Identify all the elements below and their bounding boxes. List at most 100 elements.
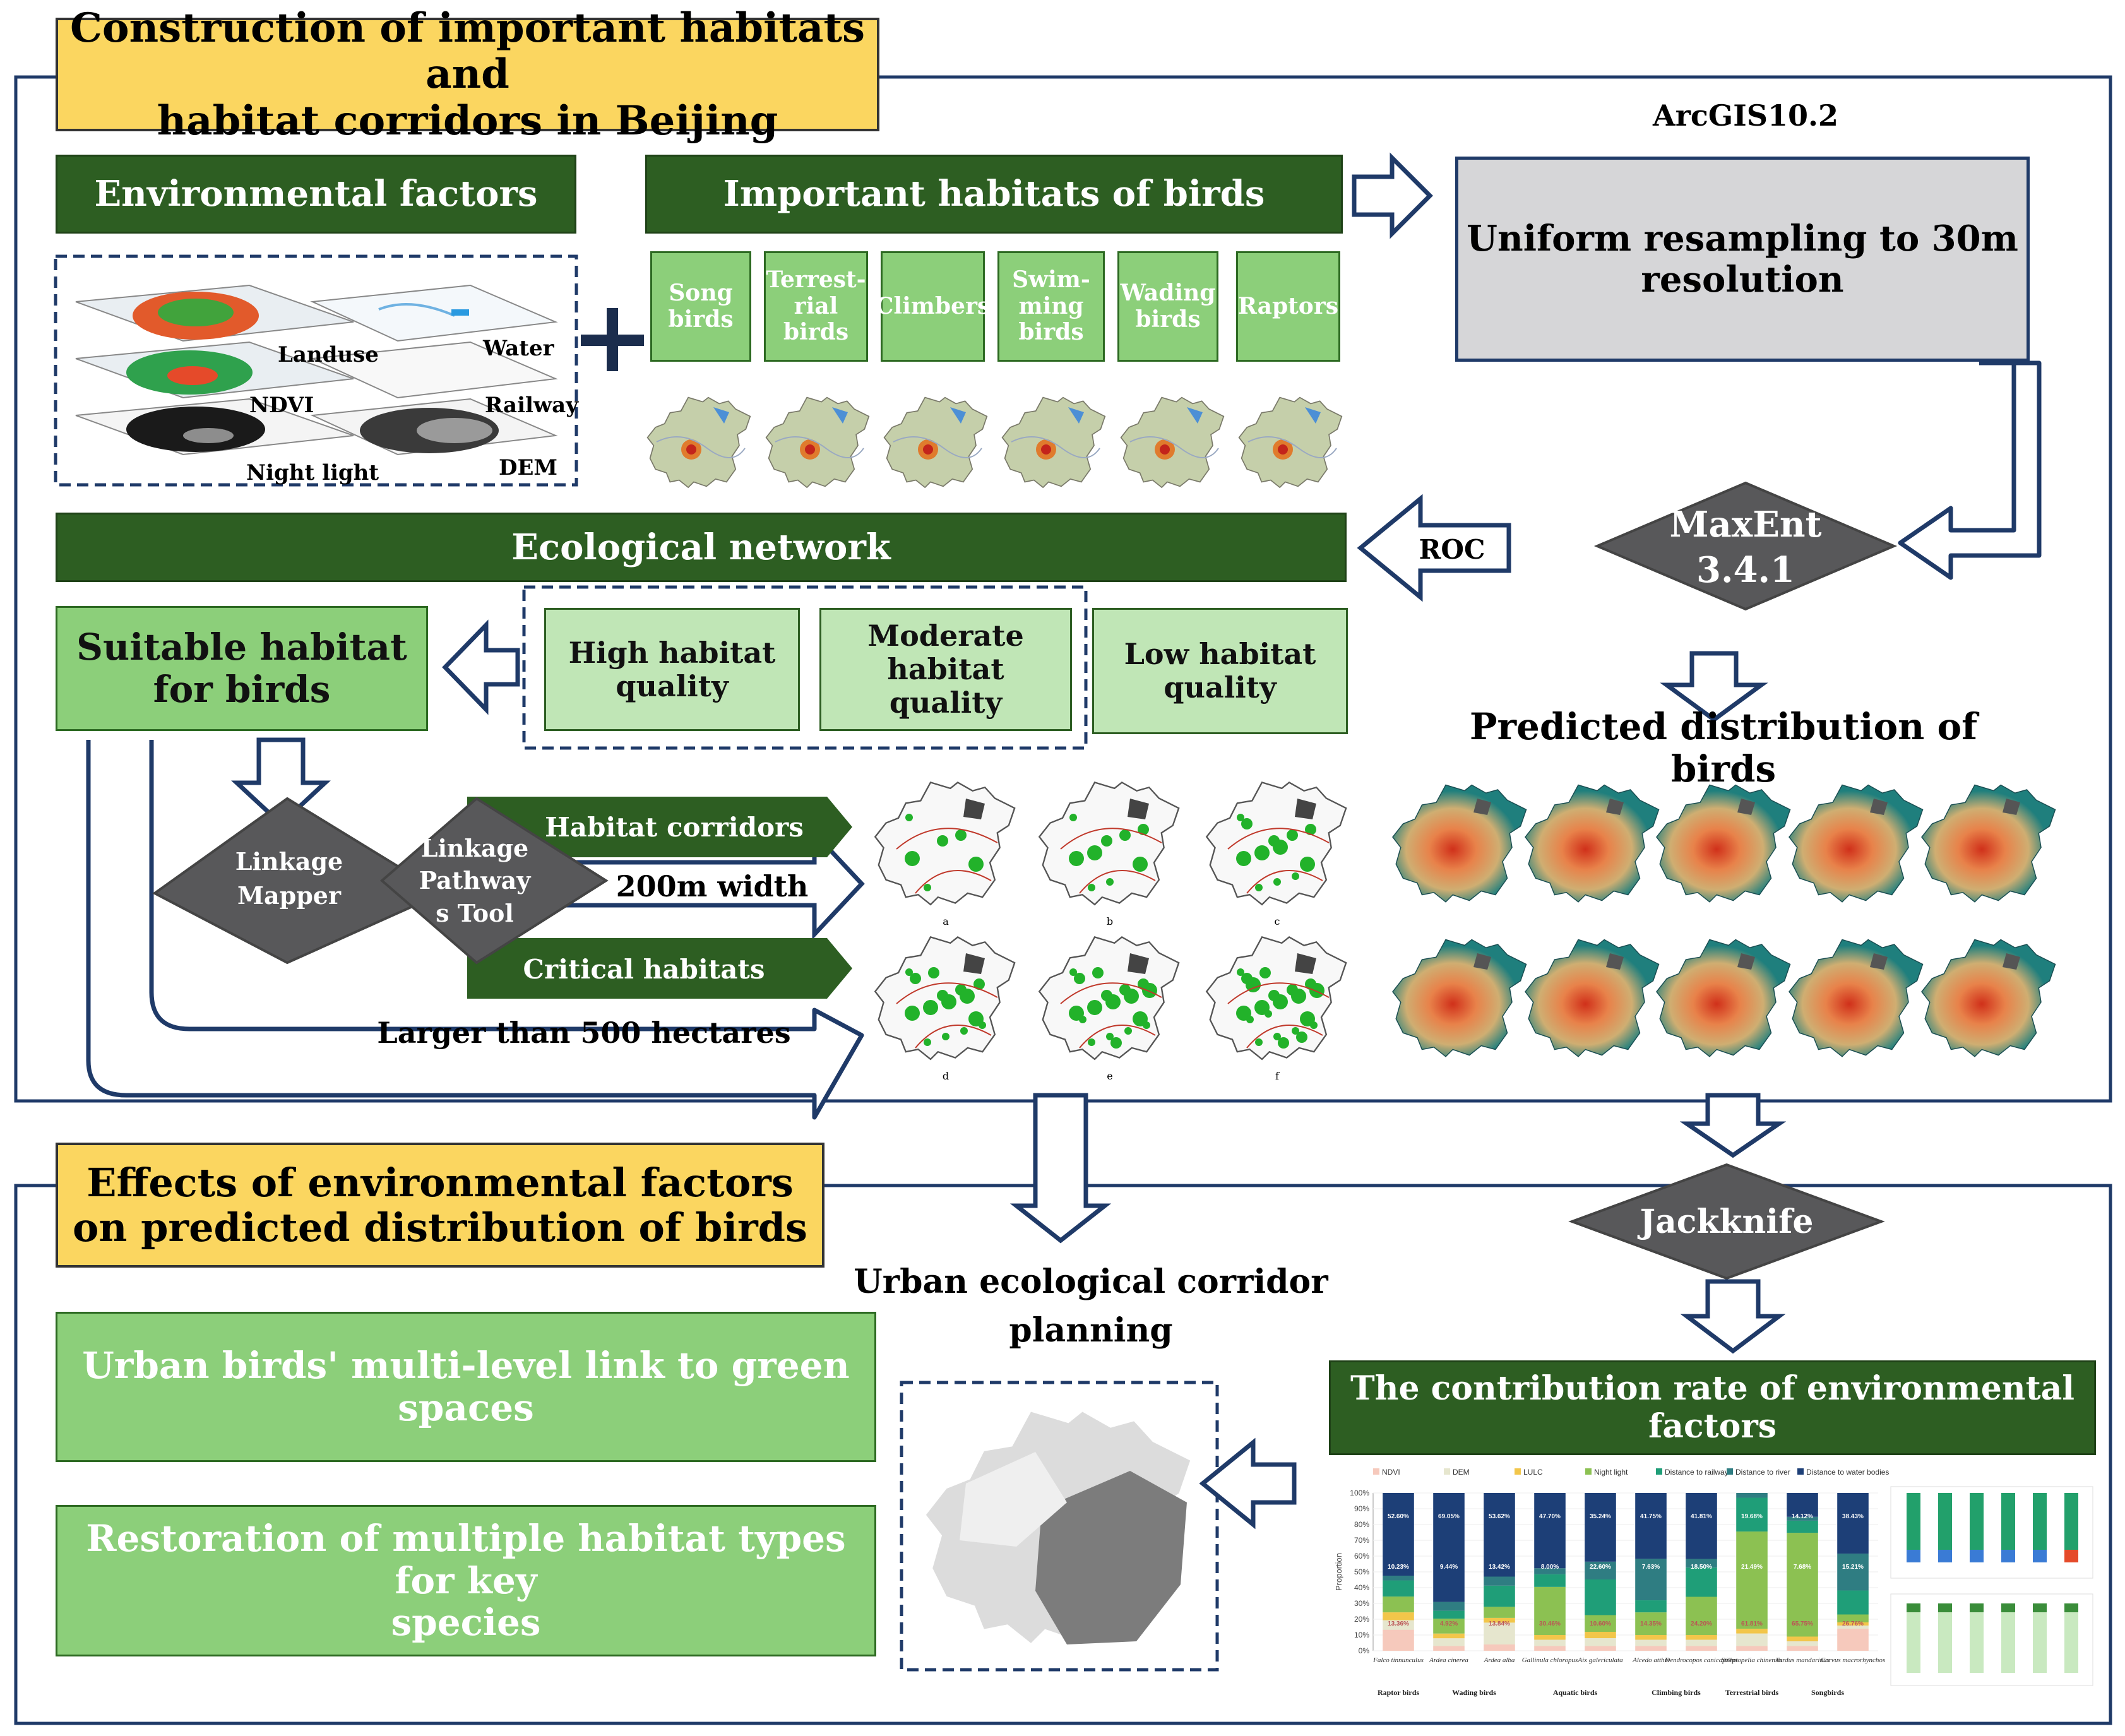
predicted-map-1 [1525,784,1660,903]
bar-2-6 [1484,1493,1515,1577]
jackknife-label: Jackknife [1637,1203,1813,1241]
mini-bar-top-0-4 [2033,1550,2047,1562]
bar-9-2 [1837,1622,1869,1626]
corridor-map-3: d [874,936,1016,1082]
bar-9-6 [1837,1493,1869,1554]
corridors-label: Habitat corridors [545,812,804,843]
bar-0-5 [1383,1576,1414,1581]
bar-1-3 [1433,1619,1465,1634]
bar-4-4 [1585,1579,1616,1615]
bar-6-2 [1686,1635,1717,1640]
bar-2-0 [1484,1644,1515,1651]
predicted-map-7 [1656,939,1791,1057]
bird-group-3-l2: ming [1018,292,1084,319]
bar-6-4 [1686,1567,1717,1597]
high-line2: quality [616,669,729,703]
corridors-banner [467,797,852,857]
low-line2: quality [1164,670,1277,705]
suitable-line2: for birds [153,668,331,711]
eco-network-header: Ecological network [56,513,1347,582]
resampling-box: Uniform resampling to 30m resolution [1455,157,2030,362]
mini-bar-0-1 [1938,1493,1952,1562]
y-tick-5: 50% [1354,1567,1369,1576]
legend-swatch-5 [1727,1468,1733,1475]
section2-title-line1: Effects of environmental factors [86,1159,794,1206]
linkage-line1: Linkage [235,847,343,876]
maxent-diamond [1593,481,1898,611]
larger-label: Larger than 500 hectares [377,1016,790,1050]
value-label-9-0: 38.43% [1842,1513,1864,1520]
bar-3-3 [1534,1586,1566,1635]
group-label-0: Raptor birds [1378,1688,1419,1697]
bar-5-5 [1635,1559,1667,1601]
corridor-map-0: a [874,782,1016,927]
bar-4-1 [1585,1638,1616,1646]
layer-water: Water [482,336,555,361]
bar-5-6 [1635,1493,1667,1559]
mini-bar-0-2 [1970,1493,1984,1562]
section2-title: Effects of environmental factors on pred… [56,1143,824,1268]
critical-label: Critical habitats [523,954,765,985]
arrow-to-resampling [1354,158,1430,234]
bar-7-0 [1736,1646,1768,1651]
value-label-9-2: 26.76% [1842,1620,1864,1627]
bar-3-2 [1534,1635,1566,1640]
predicted-map-9 [1921,939,2056,1057]
category-label-0: Falco tinnunculus [1372,1656,1424,1664]
bar-4-0 [1585,1646,1616,1651]
bar-0-3 [1383,1596,1414,1613]
mini-bar-top-0-2 [1970,1550,1984,1562]
bird-group-3-l1: Swim- [1012,266,1090,294]
y-tick-10: 100% [1350,1489,1369,1497]
arrow-width [553,828,865,940]
value-label-5-2: 14.35% [1640,1620,1662,1627]
env-factors-header: Environmental factors [56,155,576,234]
bar-7-5 [1736,1493,1768,1498]
bar-6-6 [1686,1493,1717,1559]
layer-landuse: Landuse [278,342,379,367]
value-label-5-0: 41.75% [1640,1513,1662,1520]
plus-icon [581,308,644,371]
resampling-line1: Uniform resampling to 30m [1467,218,2018,260]
bar-0-6 [1383,1493,1414,1576]
bar-1-1 [1433,1638,1465,1646]
habitat-map-4 [1120,396,1225,488]
bird-group-5-l1: Raptors [1237,292,1339,319]
group-label-5: Songbirds [1811,1688,1844,1697]
mini-bar-0-5 [2064,1493,2078,1562]
pathway-line2: Pathway [419,866,532,895]
group-label-1: Wading birds [1452,1688,1496,1697]
legend-entry-4: Distance to railway [1665,1468,1729,1477]
bar-6-0 [1686,1646,1717,1651]
moderate-line1: Moderate [867,619,1024,653]
high-line1: High habitat [568,635,776,670]
arrow-to-restoration [1199,1437,1297,1530]
low-line1: Low habitat [1124,637,1316,672]
bar-8-2 [1787,1636,1818,1641]
resampling-line2: resolution [1641,258,1844,300]
bar-1-4 [1433,1610,1465,1619]
bar-8-3 [1787,1533,1818,1637]
bar-8-1 [1787,1641,1818,1646]
mini-chart-1 [1890,1593,2093,1686]
corridor-map-1: b [1038,782,1180,927]
value-label-3-2: 30.46% [1539,1620,1561,1627]
bar-4-5 [1585,1561,1616,1579]
value-label-0-1: 10.23% [1388,1564,1409,1571]
bar-8-4 [1787,1520,1818,1533]
bar-7-4 [1736,1497,1768,1532]
value-label-4-1: 22.60% [1590,1564,1611,1571]
y-tick-1: 10% [1354,1631,1369,1639]
value-label-1-1: 9.44% [1440,1564,1458,1571]
width-label: 200m width [616,869,809,903]
planning-map-box [900,1381,1219,1672]
bar-2-3 [1484,1607,1515,1618]
mini-charts [1890,1486,2093,1686]
bar-6-1 [1686,1639,1717,1646]
planning-map [926,1412,1191,1644]
bird-group-0-l2: birds [668,306,734,333]
urban-line2: planning [1009,1311,1172,1350]
value-label-8-1: 7.68% [1794,1564,1811,1571]
legend-entry-0: NDVI [1382,1468,1400,1477]
